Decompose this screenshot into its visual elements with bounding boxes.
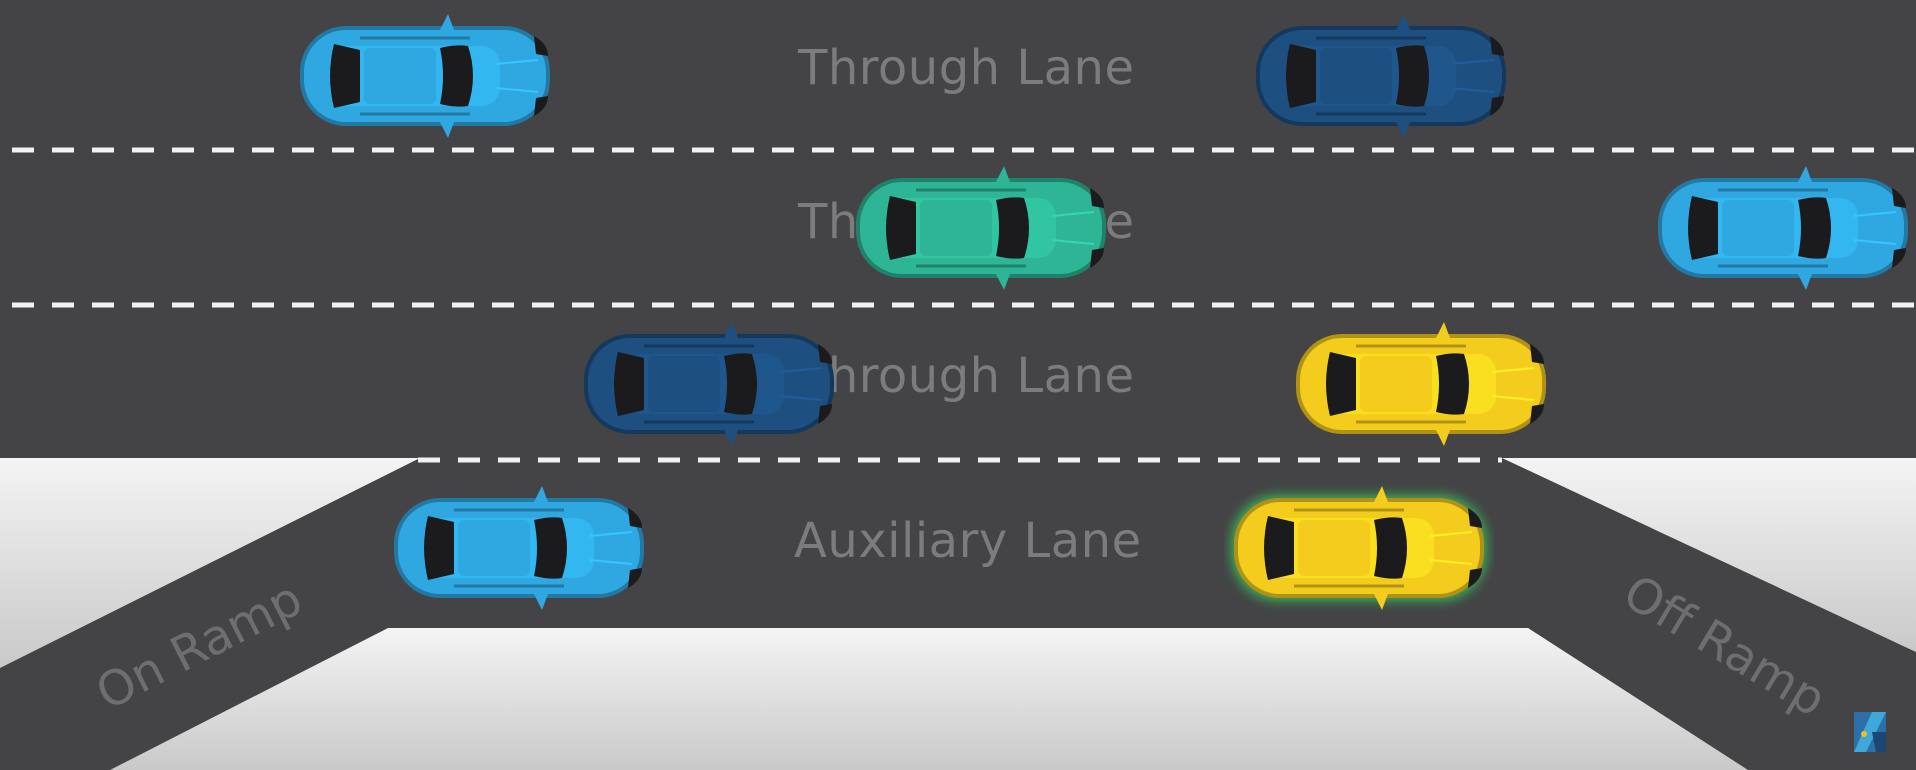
car-dark-blue: [1256, 14, 1506, 138]
car-yellow-highlighted: [1232, 486, 1486, 610]
ground-left: [0, 458, 420, 668]
logo-icon: [1854, 712, 1886, 752]
car-teal: [856, 166, 1106, 290]
lane-label-1: Through Lane: [798, 40, 1135, 96]
car-yellow: [1296, 322, 1546, 446]
lane-label-4: Auxiliary Lane: [794, 513, 1142, 569]
lane-label-3: Through Lane: [798, 348, 1135, 404]
car-light-blue: [300, 14, 550, 138]
ground-right: [1502, 458, 1916, 652]
car-light-blue: [1658, 166, 1908, 290]
car-dark-blue: [584, 322, 834, 446]
car-light-blue: [394, 486, 644, 610]
ground-center: [110, 628, 1748, 770]
